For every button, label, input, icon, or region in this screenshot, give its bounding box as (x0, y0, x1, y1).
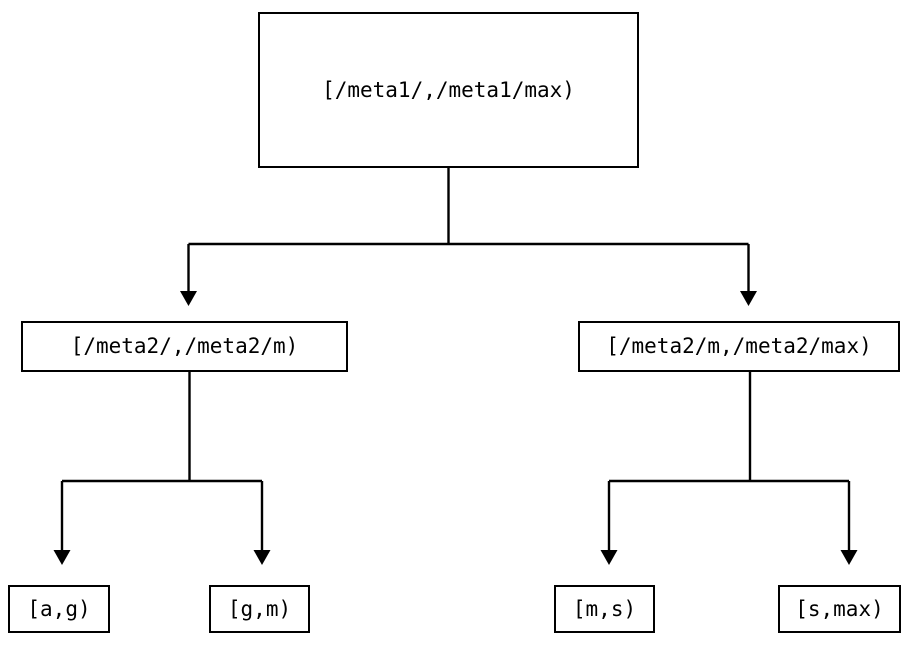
tree-node-branch-right[interactable]: [/meta2/m,/meta2/max) (578, 321, 900, 372)
arrowhead-root-to-branch-right (740, 291, 757, 306)
tree-node-leaf-g-m-label: [g,m) (227, 596, 292, 621)
tree-node-leaf-s-max[interactable]: [s,max) (778, 585, 901, 633)
arrowhead-branch-right-to-leaf-s-max (840, 550, 858, 565)
arrowhead-branch-left-to-leaf-g-m (253, 550, 271, 565)
tree-node-branch-right-label: [/meta2/m,/meta2/max) (606, 334, 872, 358)
arrowhead-root-to-branch-left (180, 291, 197, 306)
tree-node-leaf-a-g-label: [a,g) (27, 596, 91, 621)
tree-node-root-label: [/meta1/,/meta1/max) (322, 77, 575, 102)
tree-node-branch-left-label: [/meta2/,/meta2/m) (70, 334, 299, 358)
tree-node-root[interactable]: [/meta1/,/meta1/max) (258, 12, 639, 168)
tree-node-leaf-m-s[interactable]: [m,s) (554, 585, 655, 633)
tree-node-branch-left[interactable]: [/meta2/,/meta2/m) (21, 321, 348, 372)
arrowhead-branch-right-to-leaf-m-s (600, 550, 618, 565)
tree-node-leaf-s-max-label: [s,max) (795, 596, 884, 621)
tree-node-leaf-m-s-label: [m,s) (572, 596, 637, 621)
tree-node-leaf-g-m[interactable]: [g,m) (209, 585, 310, 633)
tree-node-leaf-a-g[interactable]: [a,g) (8, 585, 110, 633)
arrowhead-branch-left-to-leaf-a-g (53, 550, 71, 565)
